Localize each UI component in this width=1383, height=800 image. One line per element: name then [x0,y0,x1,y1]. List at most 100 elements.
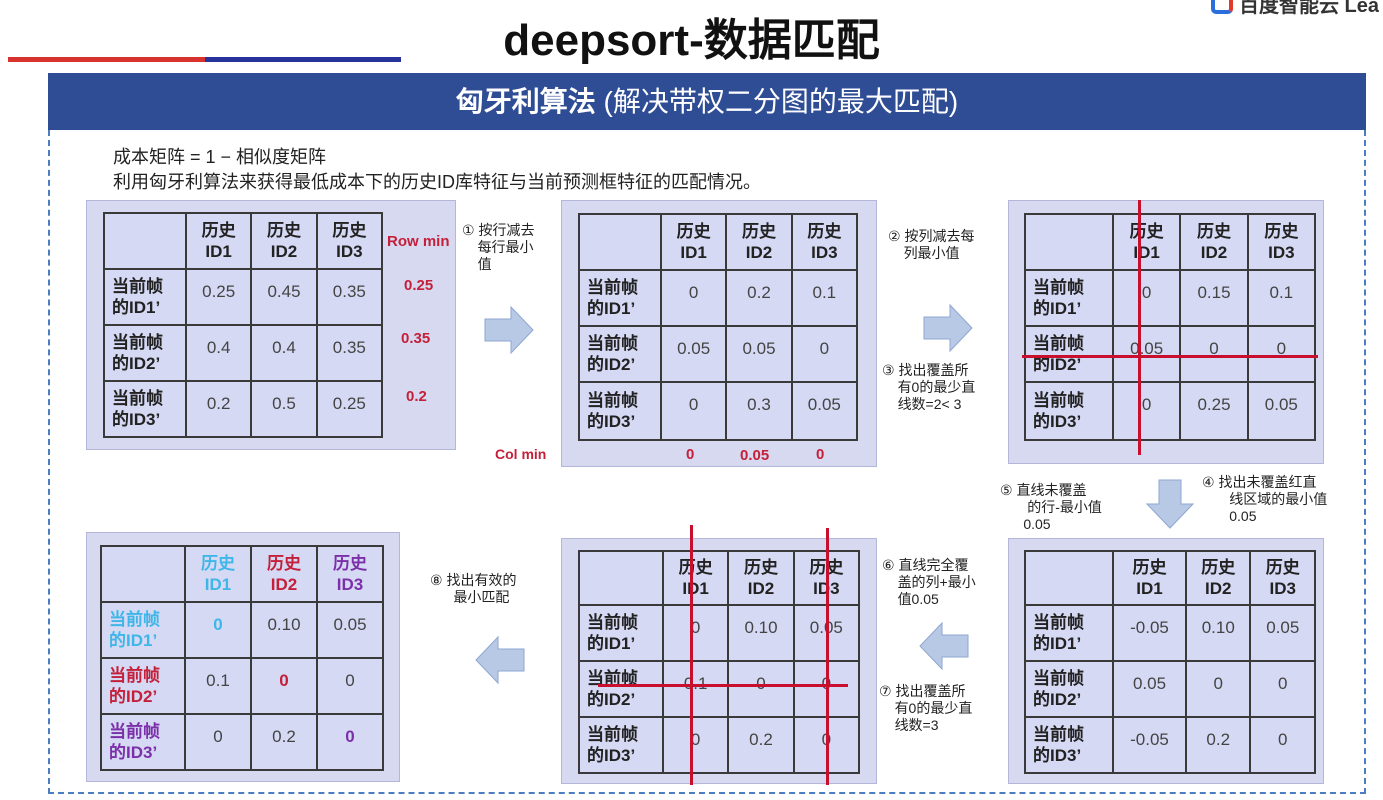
corner-cell [578,213,662,271]
section-banner: 匈牙利算法 (解决带权二分图的最大匹配) [48,73,1366,130]
cell: 0.25 [315,380,384,438]
cell: 0.45 [250,268,318,326]
cell: 0.2 [184,380,253,438]
cell: 0.05 [1111,325,1182,383]
cover-line-col3 [826,528,829,785]
cover-line-col1 [690,525,693,785]
cell: 0.25 [184,268,253,326]
cell: 0 [727,660,795,718]
row-header-id2: 当前帧的ID2’ [103,324,187,382]
row-header-id3: 当前帧的ID3’ [578,381,662,441]
row-header-id3: 当前帧的ID3’ [1024,381,1114,441]
corner-cell [578,550,664,606]
step-5-note: ⑤ 直线未覆盖 的行-最小值 0.05 [1000,482,1102,532]
step-6-note: ⑥ 直线完全覆 盖的列+最小 值0.05 [882,557,976,607]
cover-line-row2 [598,684,848,687]
cloud-logo-icon [1210,0,1233,14]
corner-cell [103,212,187,270]
arrow-right-icon [923,303,973,353]
cell: 0.2 [1184,716,1252,774]
cell: 0.35 [315,268,384,326]
row-header-id1: 当前帧的ID1’ [578,269,662,327]
row-header-id1: 当前帧的ID1’ [1024,269,1114,327]
corner-cell [1024,213,1114,271]
cell: 0 [661,716,730,774]
cell: 0 [790,325,859,383]
col-min-value: 0.05 [740,447,770,464]
cell: 0.10 [1184,604,1252,662]
row-header-id2: 当前帧的ID2’ [1024,325,1114,383]
cell: 0.05 [1249,604,1316,662]
cell: 0.15 [1179,269,1249,327]
cell: 0 [661,604,730,662]
cell: 0.10 [727,604,795,662]
cell: 0 [1111,269,1182,327]
matched-cell: 0 [316,713,384,771]
cell: 0.05 [316,601,384,659]
arrow-down-icon [1145,479,1195,529]
col-min-value: 0 [816,446,825,463]
arrow-left-icon [475,635,525,685]
row-header-id2: 当前帧的ID2’ [100,657,186,715]
row-min-label: Row min [387,233,450,250]
cell: 0.05 [1112,660,1187,718]
step-7-note: ⑦ 找出覆盖所 有0的最少直 线数=3 [879,683,973,733]
row-header-id1: 当前帧的ID1’ [1024,604,1114,662]
cell: 0.25 [1179,381,1249,441]
cell: 0 [659,381,728,441]
row-header-id2: 当前帧的ID2’ [578,660,664,718]
row-min-value: 0.2 [406,388,427,405]
cover-line-row2 [1022,355,1318,358]
cell: 0 [1246,325,1317,383]
page-title: deepsort-数据匹配 [503,16,880,65]
step-1-note: ① 按行减去 每行最小 值 [462,222,535,272]
cell: 0 [316,657,384,715]
cell: 0.1 [790,269,859,327]
cell: 0.4 [250,324,318,382]
row-header-id1: 当前帧的ID1’ [103,268,187,326]
cell: 0 [1179,325,1249,383]
matched-cell: 0 [184,601,252,659]
title-underline-blue [205,57,401,62]
step-8-note: ⑧ 找出有效的 最小匹配 [430,572,517,605]
title-underline-red [8,57,205,62]
cell: 0.2 [250,713,318,771]
row-header-id3: 当前帧的ID3’ [578,716,664,774]
row-header-id1: 当前帧的ID1’ [100,601,186,659]
cell: 0.1 [661,660,730,718]
cell: 0.05 [1246,381,1317,441]
cell: 0 [659,269,728,327]
banner-subtitle: (解决带权二分图的最大匹配) [595,86,959,117]
row-min-value: 0.25 [404,277,434,294]
cell: 0.3 [725,381,793,441]
description-text: 利用匈牙利算法来获得最低成本下的历史ID库特征与当前预测框特征的匹配情况。 [113,172,761,192]
cell: 0 [1184,660,1252,718]
arrow-left-icon [919,621,969,671]
cell: 0 [184,713,252,771]
cell: 0.2 [725,269,793,327]
step-3-note: ③ 找出覆盖所 有0的最少直 线数=2< 3 [882,362,976,412]
col-min-value: 0 [686,446,695,463]
cell: 0.05 [790,381,859,441]
cell: 0 [1111,381,1182,441]
cell: 0.2 [727,716,795,774]
corner-cell [1024,550,1114,606]
col-min-label: Col min [495,446,547,462]
cell: 0.10 [250,601,318,659]
